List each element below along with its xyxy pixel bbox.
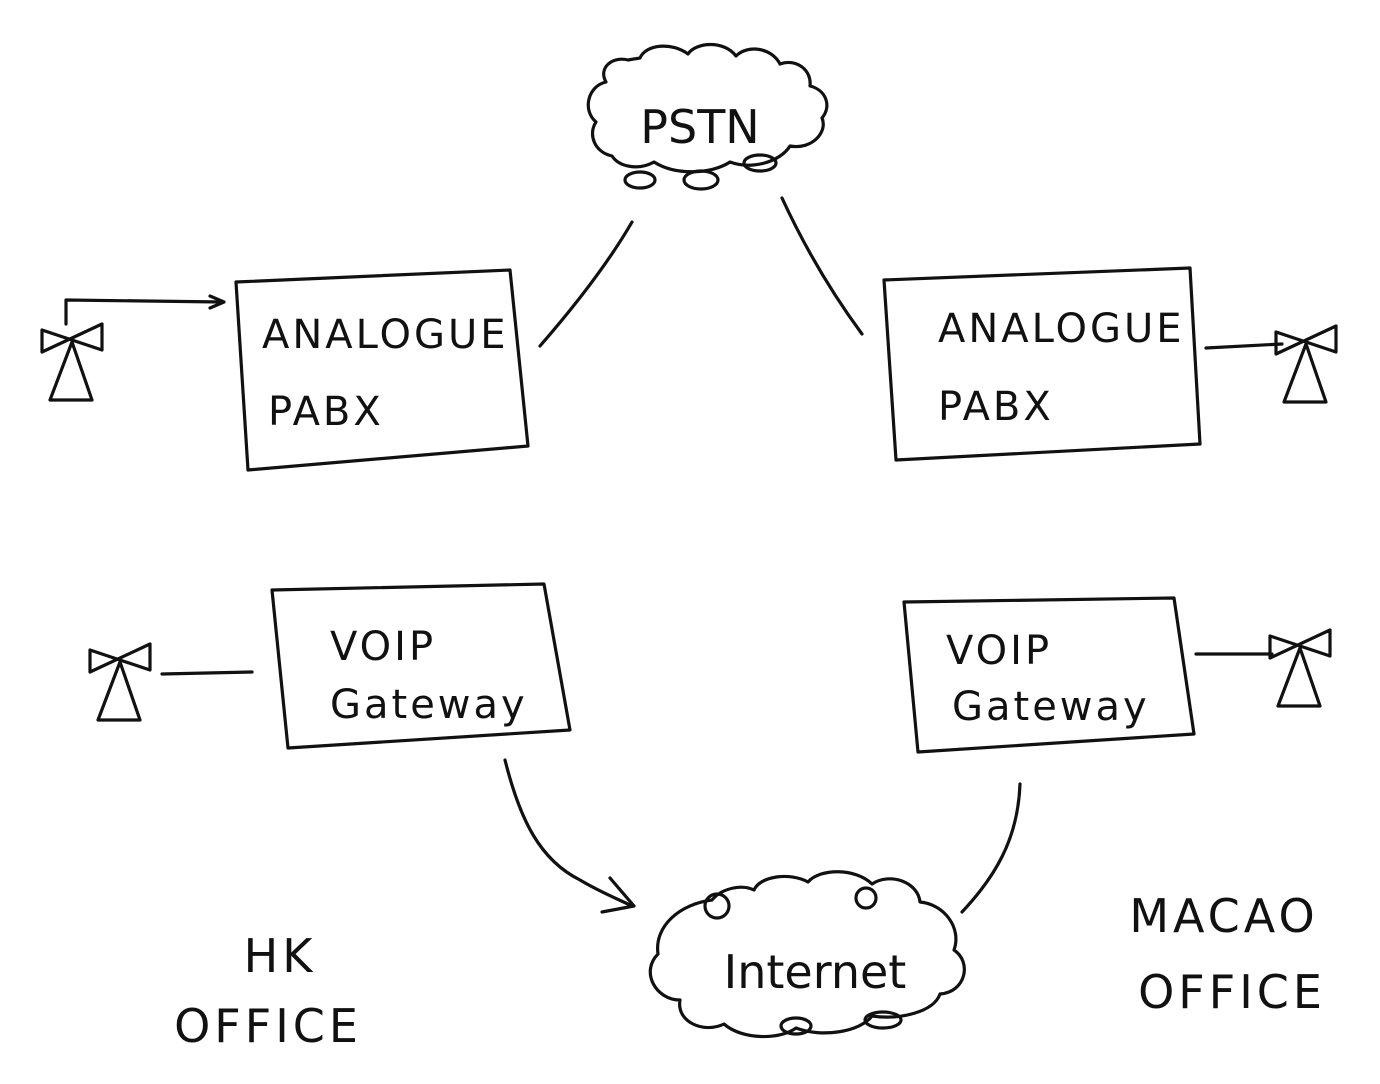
hk-pabx-box: ANALOGUE PABX <box>234 268 530 472</box>
macao-office-line2: OFFICE <box>1138 965 1326 1019</box>
cloud-icon <box>586 42 829 174</box>
internet-cloud: Internet <box>648 870 966 1039</box>
hk-voip-gateway-box: VOIP Gateway <box>270 582 572 750</box>
hk-office-line1: HK <box>244 929 317 983</box>
hk-gateway-line1: VOIP <box>330 624 436 670</box>
internet-label: Internet <box>724 945 907 999</box>
cloud-icon <box>648 870 966 1039</box>
macao-gateway-line1: VOIP <box>946 628 1052 674</box>
hk-pabx-line1: ANALOGUE <box>262 312 509 358</box>
macao-gateway-line2: Gateway <box>952 684 1150 730</box>
macao-pabx-phone <box>1274 324 1338 404</box>
macao-office-label: MACAO OFFICE <box>1129 889 1326 1019</box>
macao-pabx-box: ANALOGUE PABX <box>882 266 1202 462</box>
macao-pabx-to-phone-line <box>1204 342 1284 350</box>
hk-gateway-phone <box>88 642 152 722</box>
macao-office-line1: MACAO <box>1129 889 1318 943</box>
internet-to-macao-gateway-line <box>960 782 1022 914</box>
hk-pabx-phone <box>40 322 104 402</box>
arrow-head-icon <box>208 294 226 310</box>
connectors <box>64 196 1284 914</box>
pstn-cloud: PSTN <box>586 42 829 191</box>
hk-gateway-line2: Gateway <box>330 682 528 728</box>
hk-phone-to-pabx-line <box>64 298 224 326</box>
macao-pabx-line1: ANALOGUE <box>938 306 1185 352</box>
telephone-icon <box>1274 324 1338 404</box>
hk-office-line2: OFFICE <box>174 999 362 1053</box>
hk-office-label: HK OFFICE <box>174 929 362 1053</box>
hk-gateway-to-internet-line <box>503 758 634 908</box>
hk-pabx-to-pstn-line <box>538 220 634 348</box>
hk-pabx-line2: PABX <box>268 389 384 435</box>
pstn-label: PSTN <box>640 100 759 154</box>
macao-voip-gateway-box: VOIP Gateway <box>902 596 1196 754</box>
macao-gateway-phone <box>1268 628 1332 708</box>
telephone-icon <box>1268 628 1332 708</box>
telephone-icon <box>88 642 152 722</box>
macao-pabx-line2: PABX <box>938 384 1054 430</box>
pstn-to-macao-pabx-line <box>780 196 864 336</box>
arrow-head-icon <box>600 876 636 914</box>
telephone-icon <box>40 322 104 402</box>
hk-phone-to-gateway-line <box>160 670 254 676</box>
